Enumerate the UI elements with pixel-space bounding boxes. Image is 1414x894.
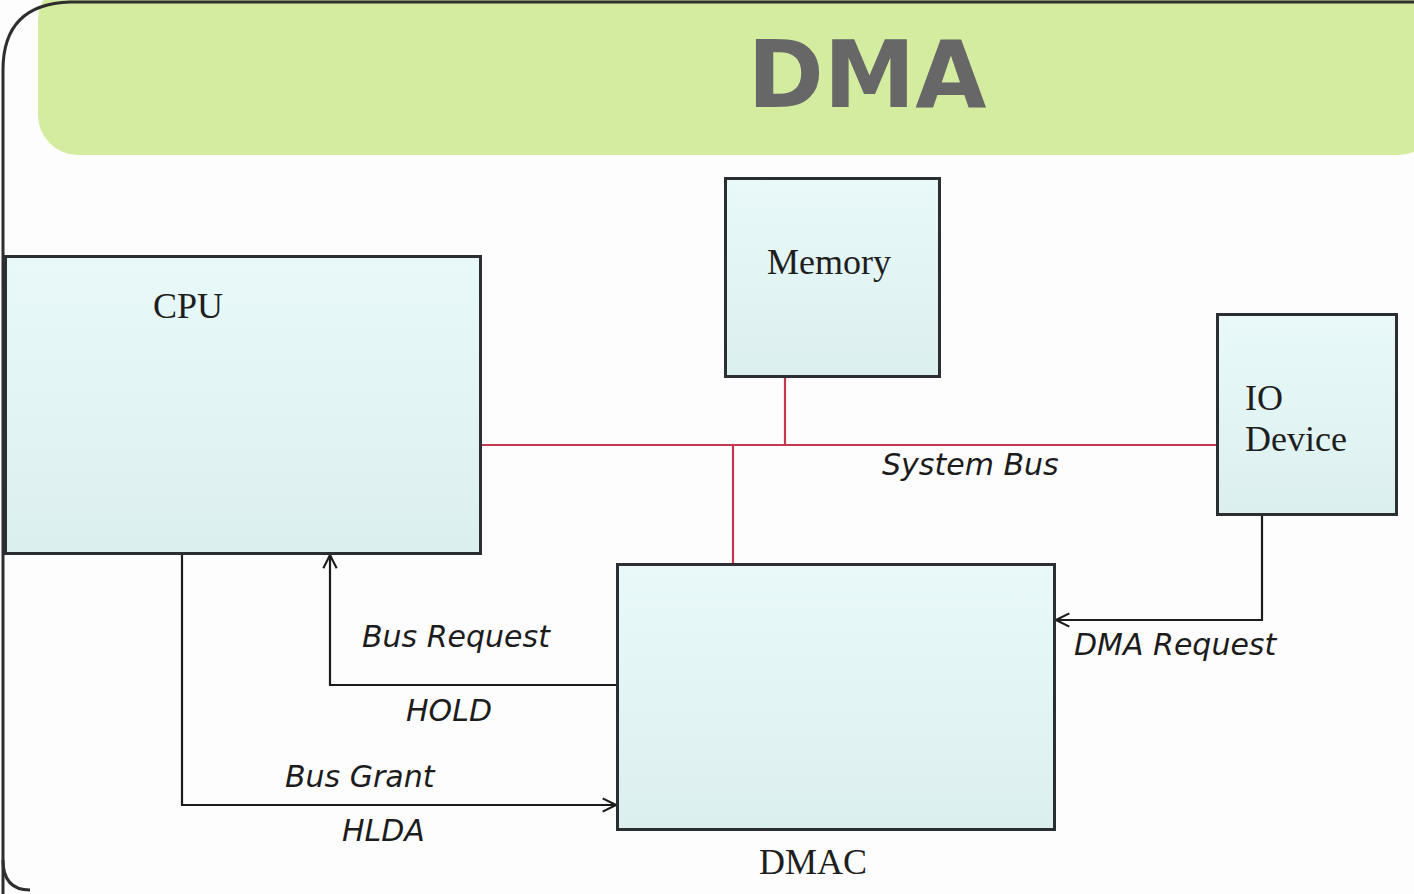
signal-label: DMA Request [1074, 628, 1276, 661]
box-label: IO Device [1245, 378, 1370, 461]
title-banner [38, 0, 1414, 155]
bus-label: System Bus [882, 448, 1059, 481]
box-label: Memory [767, 242, 891, 283]
control-signal-line [1056, 516, 1262, 620]
box-label: DMAC [759, 842, 867, 883]
control-signal-line [182, 555, 616, 805]
box-label: CPU [153, 286, 223, 327]
signal-label: Bus Grant [285, 760, 435, 793]
frame-line [3, 2, 1414, 894]
memory-box: Memory [724, 177, 941, 378]
io-device-box: IO Device [1216, 313, 1398, 516]
system-bus-line [482, 378, 785, 445]
signal-name: HLDA [342, 814, 425, 847]
signal-name: HOLD [406, 694, 492, 727]
system-bus-line [482, 445, 733, 563]
frame-corner [3, 860, 30, 890]
signal-label: Bus Request [362, 620, 550, 653]
cpu-box: CPU [4, 255, 482, 555]
dmac-box: DMAC [616, 563, 1056, 831]
control-signal-line [330, 555, 616, 685]
slide-title: DMA [0, 22, 1414, 129]
